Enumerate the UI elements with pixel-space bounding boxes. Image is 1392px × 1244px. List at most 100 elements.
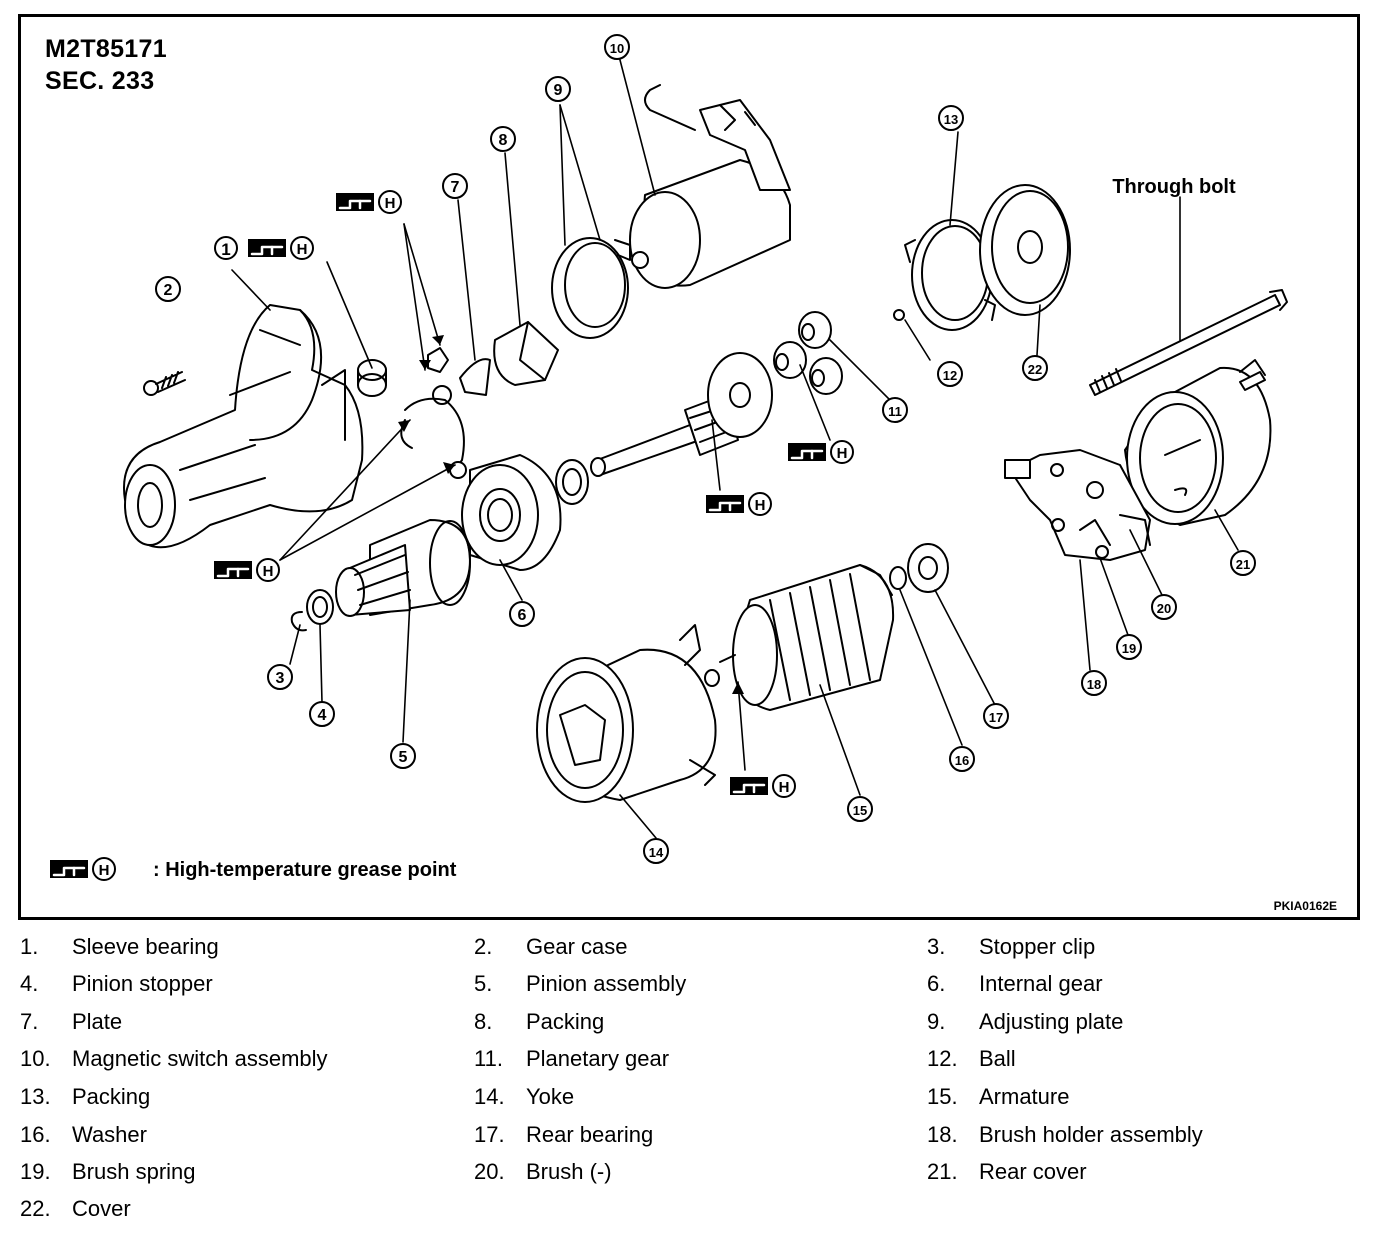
packing-block [493, 321, 559, 386]
part-number: 11. [474, 1046, 503, 1071]
svg-text:22: 22 [1028, 362, 1042, 377]
callout-7: 7 [442, 173, 468, 199]
part-number: 20. [474, 1159, 505, 1184]
part-name: Magnetic switch assembly [72, 1046, 328, 1071]
part-name: Armature [979, 1084, 1070, 1109]
grease-symbol-legend: H [48, 856, 117, 882]
thrust-washer [555, 459, 589, 505]
callout-21: 21 [1230, 550, 1256, 576]
svg-text:H: H [99, 862, 110, 879]
part-number: 6. [927, 971, 946, 996]
part-number: 7. [20, 1009, 39, 1034]
plate [459, 358, 491, 396]
svg-text:1: 1 [221, 240, 230, 259]
callout-16: 16 [949, 746, 975, 772]
svg-text:21: 21 [1236, 557, 1250, 572]
svg-text:11: 11 [888, 404, 902, 419]
part-number: 15. [927, 1084, 958, 1109]
svg-text:3: 3 [276, 670, 285, 687]
part-number: 10. [20, 1046, 51, 1071]
svg-text:4: 4 [318, 707, 327, 724]
svg-text:H: H [837, 445, 848, 462]
exploded-view-drawing: 1 H H H H H H H Through bolt 2 3 4 5 6 7 8 9 10 1… [48, 34, 1288, 882]
cover-disc [979, 184, 1071, 316]
part-number: 5. [474, 971, 493, 996]
callout-13: 13 [938, 105, 964, 131]
svg-text:H: H [779, 779, 790, 796]
part-name: Washer [72, 1122, 147, 1147]
svg-text:19: 19 [1122, 641, 1136, 656]
grease-legend-text: : High-temperature grease point [153, 859, 457, 881]
callout-22: 22 [1022, 355, 1048, 381]
part-number: 14. [474, 1084, 505, 1109]
svg-text:H: H [385, 195, 396, 212]
callout-17: 17 [983, 703, 1009, 729]
part-number: 16. [20, 1122, 51, 1147]
callout-6: 6 [509, 601, 535, 627]
svg-text:H: H [755, 497, 766, 514]
callout-20: 20 [1151, 594, 1177, 620]
part-number: 18. [927, 1122, 958, 1147]
svg-text:15: 15 [853, 803, 867, 818]
part-name: Packing [526, 1009, 605, 1034]
part-number: 1. [20, 934, 39, 959]
rear-cover [1124, 359, 1272, 526]
ball [893, 309, 905, 321]
part-name: Sleeve bearing [72, 934, 219, 959]
brush-holder [1004, 449, 1151, 561]
svg-text:14: 14 [649, 845, 664, 860]
part-name: Brush spring [72, 1159, 196, 1184]
svg-text:12: 12 [943, 368, 957, 383]
rear-bearing [907, 543, 949, 593]
internal-gear [461, 454, 562, 571]
stopper-clip [290, 611, 307, 632]
callout-9: 9 [545, 76, 571, 102]
part-number: 8. [474, 1009, 493, 1034]
svg-text:5: 5 [399, 749, 408, 766]
callout-numbers: 2 3 4 5 6 7 8 9 10 11 12 13 14 15 16 17 18 19 20 21 22 [155, 34, 1256, 864]
part-number: 2. [474, 934, 493, 959]
part-name: Pinion assembly [526, 971, 687, 996]
callout-5: 5 [390, 743, 416, 769]
svg-text:7: 7 [451, 179, 460, 196]
callout-3: 3 [267, 664, 293, 690]
part-number: 13. [20, 1084, 51, 1109]
callout-15: 15 [847, 796, 873, 822]
part-name: Rear cover [979, 1159, 1087, 1184]
svg-text:18: 18 [1087, 677, 1101, 692]
washer [889, 566, 907, 590]
svg-text:16: 16 [955, 753, 969, 768]
callout-2: 2 [155, 276, 181, 302]
diagram-code: M2T85171 [45, 35, 167, 63]
grease-symbol-clip: H [334, 189, 403, 215]
svg-text:H: H [297, 241, 308, 258]
part-number: 4. [20, 971, 39, 996]
through-bolt [1089, 289, 1288, 396]
planetary-gears [773, 311, 843, 395]
callout-18: 18 [1081, 670, 1107, 696]
part-name: Adjusting plate [979, 1009, 1124, 1034]
armature [704, 564, 895, 711]
leader-lines [231, 59, 1239, 839]
callout-8: 8 [490, 126, 516, 152]
svg-text:2: 2 [164, 282, 173, 299]
part-name: Packing [72, 1084, 151, 1109]
part-number: 9. [927, 1009, 946, 1034]
svg-text:13: 13 [944, 112, 958, 127]
part-name: Rear bearing [526, 1122, 654, 1147]
screw [1239, 371, 1266, 391]
clip-piece [400, 347, 467, 479]
callout-19: 19 [1116, 634, 1142, 660]
pinion-stopper [306, 589, 334, 625]
callout-10: 10 [604, 34, 630, 60]
adjusting-plate [551, 237, 631, 339]
part-name: Planetary gear [526, 1046, 670, 1071]
svg-text:6: 6 [518, 607, 527, 624]
part-number: 17. [474, 1122, 505, 1147]
grease-symbol-gear: H [212, 557, 281, 583]
svg-text:10: 10 [610, 41, 624, 56]
svg-text:20: 20 [1157, 601, 1171, 616]
part-number: 22. [20, 1196, 51, 1221]
through-bolt-label: Through bolt [1112, 176, 1236, 198]
part-number: 21. [927, 1159, 958, 1184]
